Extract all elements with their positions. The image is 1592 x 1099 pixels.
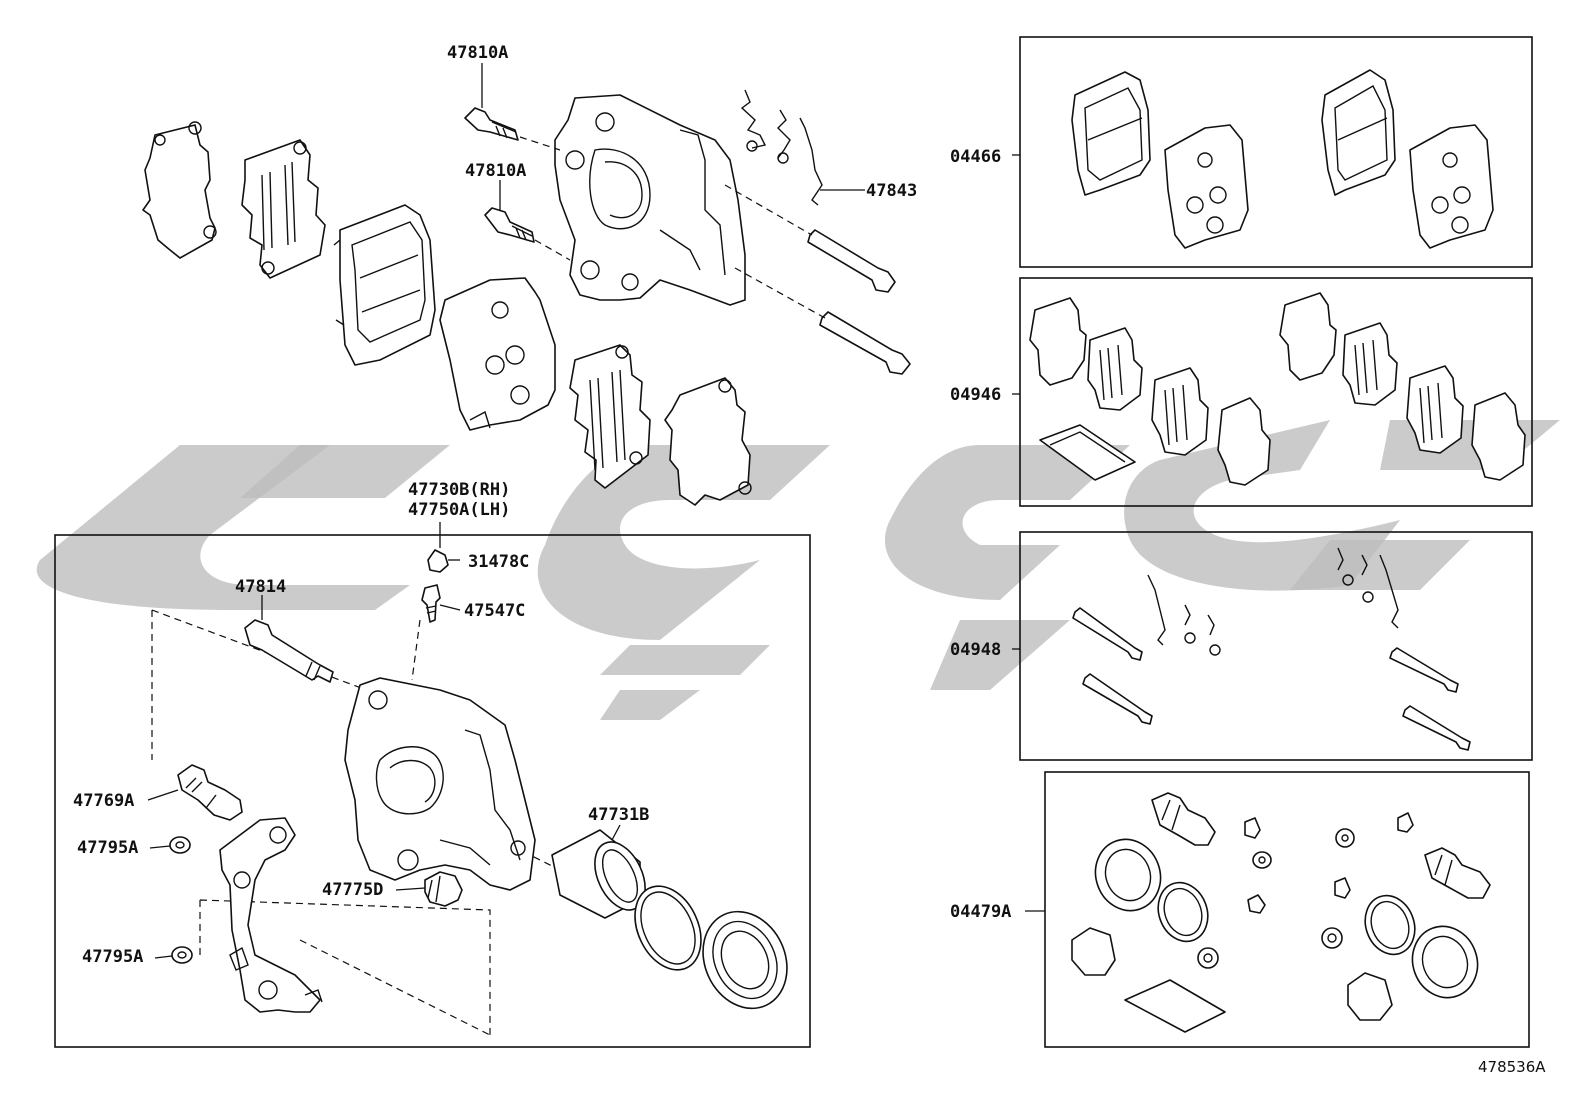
kit-shim-set-a [1029,297,1271,486]
label-kit-pads: 04466 [950,147,1001,167]
shim-inner-left [241,139,326,279]
kit-pads-box [1019,36,1533,268]
bleeder-plug [421,584,441,623]
label-bleeder-cap: 31478C [468,552,529,572]
label-bushing-2: 47795A [82,947,143,967]
caliper-assembly-box [54,534,811,1048]
kit-seals-box [1044,771,1530,1048]
pad-guide-pin-lower [819,311,911,375]
kit-shims-box [1019,277,1533,507]
label-cylinder-boot: 47775D [322,880,383,900]
shim-inner-right [569,344,651,489]
dust-boot [702,910,788,1010]
spring-clip [740,89,823,206]
piston [551,829,646,919]
pin-boot [177,764,243,821]
label-bolt-top-1: 47810A [447,43,508,63]
label-caliper-rh: 47730B(RH) [408,480,510,500]
label-kit-shims: 04946 [950,385,1001,405]
kit-pins-box [1019,531,1533,761]
label-bushing-1: 47795A [77,838,138,858]
bleeder-cap [427,549,449,573]
shim-outer-right [664,377,752,506]
shim-outer-left [142,121,217,259]
slide-pin [244,619,334,683]
watermark-logo [36,420,1560,720]
kit-shim-set-b [1279,292,1526,481]
label-spring-clip: 47843 [866,181,917,201]
mounting-bolt-lower [484,207,535,243]
diagram-reference-id: 478536A [1478,1058,1546,1076]
label-slide-pin: 47814 [235,577,286,597]
mounting-bracket [554,94,746,306]
label-kit-seals: 04479A [950,902,1011,922]
caliper-link [219,817,323,1013]
label-caliper-lh: 47750A(LH) [408,500,510,520]
label-kit-pins: 04948 [950,640,1001,660]
label-pin-boot: 47769A [73,791,134,811]
brake-pad-outer-left [333,204,436,366]
kit-seal-set-b [1321,812,1491,1021]
label-bleeder-plug: 47547C [464,601,525,621]
label-piston: 47731B [588,805,649,825]
bushing-lower [171,946,193,964]
caliper-body [344,677,536,891]
label-bolt-top-2: 47810A [465,161,526,181]
piston-seal [634,885,702,971]
cylinder-boot [424,871,463,907]
leader-lines [147,63,1045,959]
bushing-upper [169,836,191,854]
mounting-bolt-upper [464,107,519,141]
pad-guide-pin-upper [807,229,896,293]
brake-pad-inner-left [439,277,556,431]
pin-guide-dashes [519,136,826,319]
kit-seal-set-a [1071,792,1272,1033]
